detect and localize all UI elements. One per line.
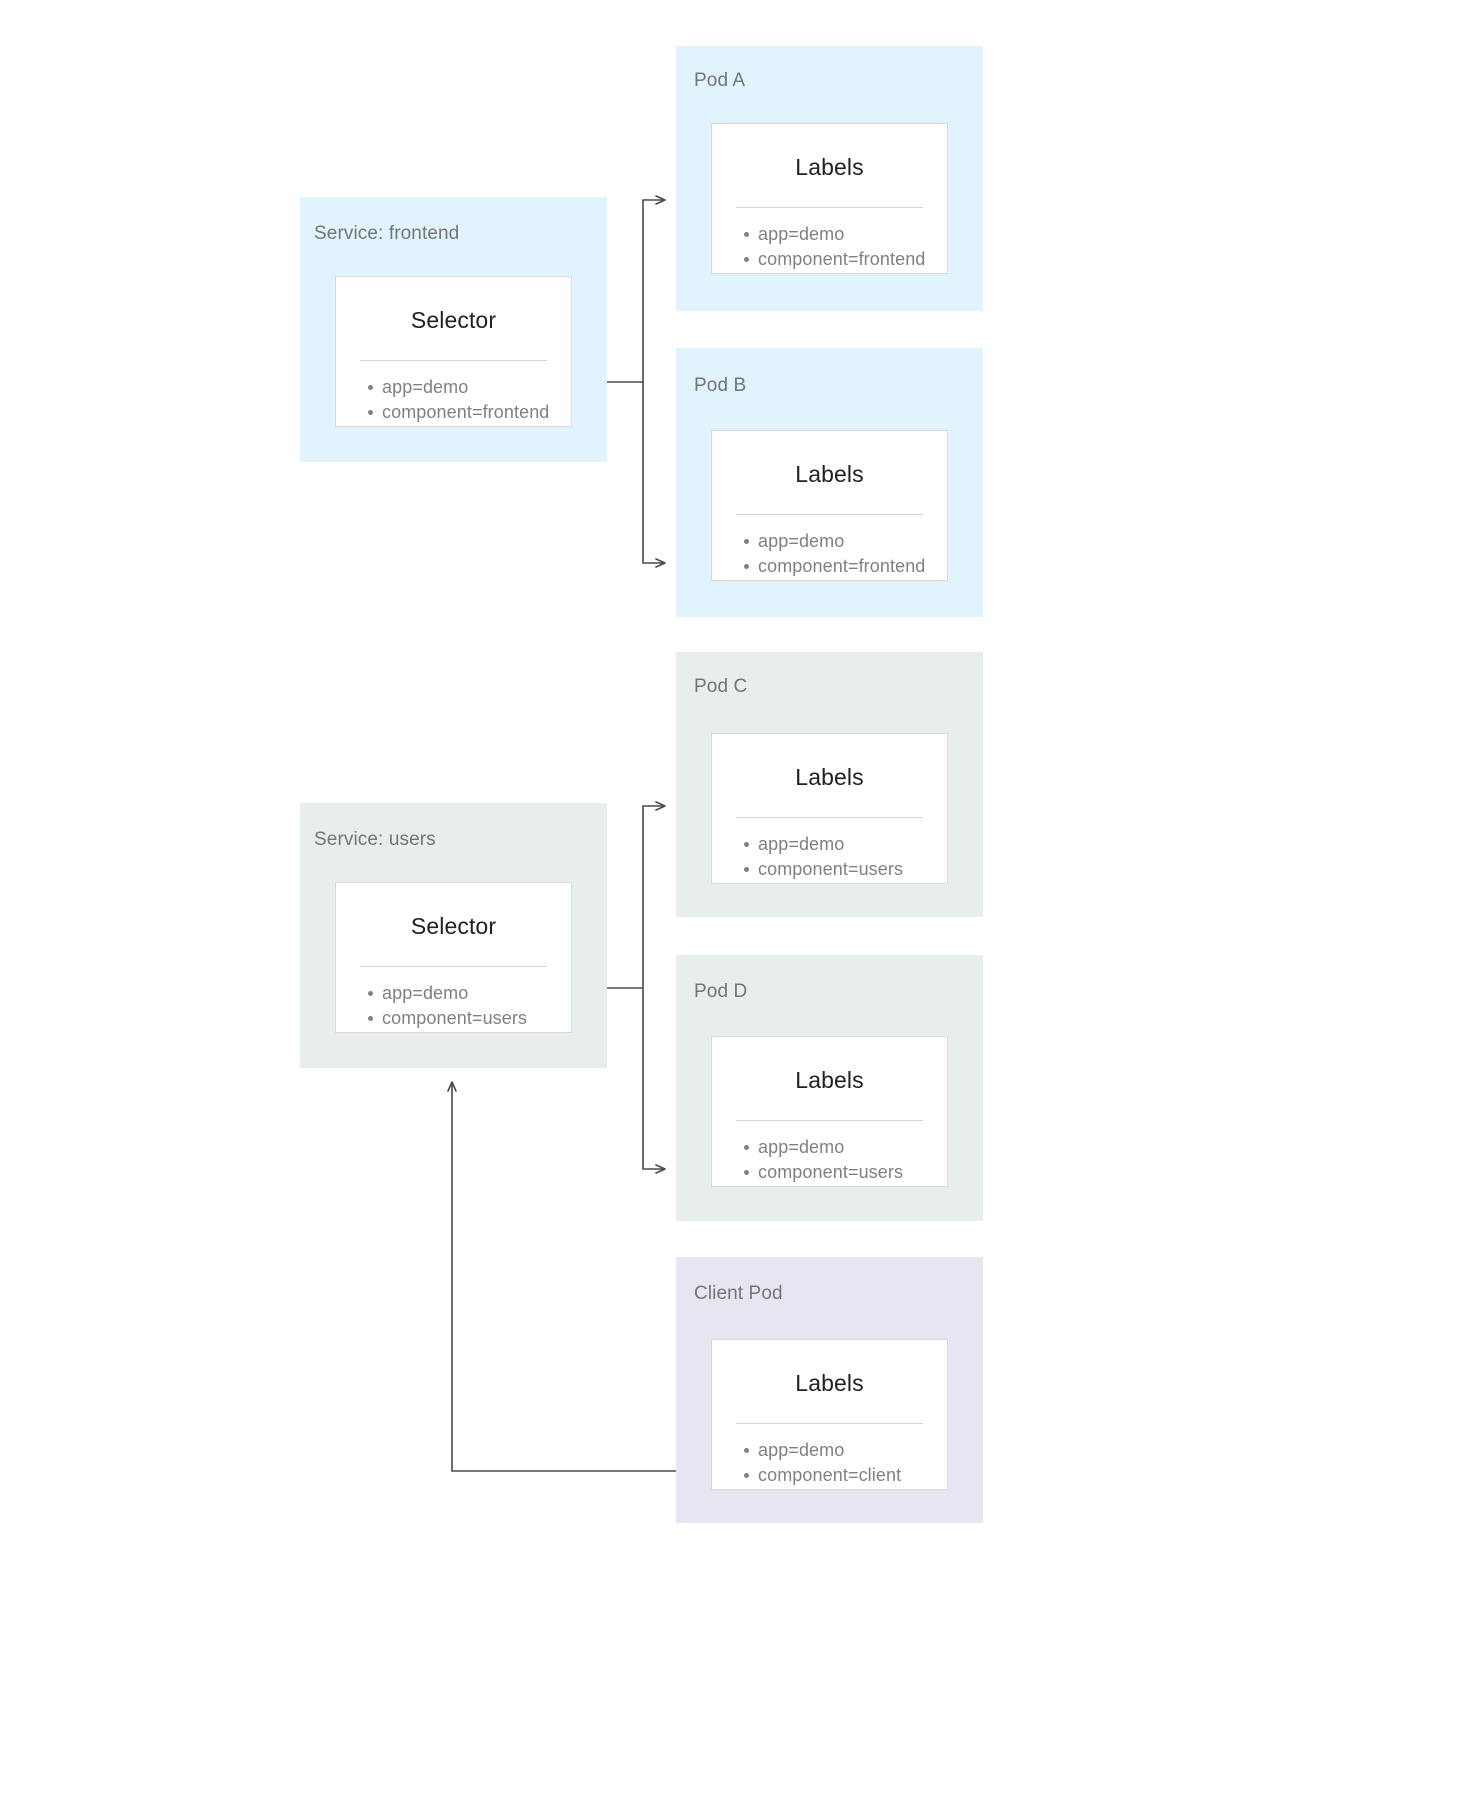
labels-list: app=demo component=users [712, 818, 947, 882]
label-item: component=frontend [744, 554, 947, 579]
group-pod-d[interactable]: Pod D Labels app=demo component=users [676, 955, 983, 1221]
card-labels-pod-b[interactable]: Labels app=demo component=frontend [711, 430, 948, 581]
card-divider [360, 966, 547, 967]
group-title-service-frontend: Service: frontend [314, 223, 460, 244]
card-title-labels-pod-c: Labels [795, 764, 864, 790]
label-item: app=demo [368, 375, 571, 400]
edge-client-to-users [447, 1081, 676, 1472]
card-labels-pod-d[interactable]: Labels app=demo component=users [711, 1036, 948, 1187]
label-item: component=users [744, 857, 947, 882]
card-selector-frontend[interactable]: Selector app=demo component=frontend [335, 276, 572, 427]
selector-label-list: app=demo component=users [336, 967, 571, 1031]
card-title-labels-pod-a: Labels [795, 154, 864, 180]
group-pod-b[interactable]: Pod B Labels app=demo component=frontend [676, 348, 983, 617]
group-service-frontend[interactable]: Service: frontend Selector app=demo comp… [300, 197, 607, 462]
label-item: component=frontend [368, 400, 571, 425]
edge-frontend-to-pod-b [642, 382, 666, 568]
group-title-client-pod: Client Pod [694, 1283, 783, 1304]
group-title-pod-c: Pod C [694, 676, 748, 697]
card-title-labels-client-pod: Labels [795, 1370, 864, 1396]
card-divider [736, 1423, 923, 1424]
card-title-selector-users: Selector [410, 913, 497, 939]
group-title-pod-b: Pod B [694, 375, 747, 396]
label-item: app=demo [744, 832, 947, 857]
group-pod-a[interactable]: Pod A Labels app=demo component=frontend [676, 46, 983, 311]
card-divider [736, 207, 923, 208]
labels-list: app=demo component=users [712, 1121, 947, 1185]
card-divider [736, 1120, 923, 1121]
group-title-pod-a: Pod A [694, 70, 746, 91]
edge-frontend-to-pod-a [642, 195, 666, 382]
labels-list: app=demo component=frontend [712, 208, 947, 272]
edge-users-to-pod-d [642, 988, 666, 1174]
label-item: app=demo [744, 529, 947, 554]
group-title-pod-d: Pod D [694, 981, 748, 1002]
selector-label-list: app=demo component=frontend [336, 361, 571, 425]
group-title-service-users: Service: users [314, 829, 436, 850]
card-title-labels-pod-b: Labels [795, 461, 864, 487]
label-item: app=demo [744, 1135, 947, 1160]
group-pod-c[interactable]: Pod C Labels app=demo component=users [676, 652, 983, 917]
card-labels-pod-a[interactable]: Labels app=demo component=frontend [711, 123, 948, 274]
card-title-selector-frontend: Selector [410, 307, 497, 333]
label-item: component=users [744, 1160, 947, 1185]
group-client-pod[interactable]: Client Pod Labels app=demo component=cli… [676, 1257, 983, 1523]
label-item: app=demo [744, 222, 947, 247]
label-item: component=client [744, 1463, 947, 1488]
card-divider [360, 360, 547, 361]
card-labels-client-pod[interactable]: Labels app=demo component=client [711, 1339, 948, 1490]
label-item: app=demo [368, 981, 571, 1006]
card-divider [736, 817, 923, 818]
card-title-labels-pod-d: Labels [795, 1067, 864, 1093]
edge-users-to-pod-c [642, 801, 666, 988]
card-labels-pod-c[interactable]: Labels app=demo component=users [711, 733, 948, 884]
labels-list: app=demo component=frontend [712, 515, 947, 579]
label-item: component=users [368, 1006, 571, 1031]
card-selector-users[interactable]: Selector app=demo component=users [335, 882, 572, 1033]
card-divider [736, 514, 923, 515]
label-item: component=frontend [744, 247, 947, 272]
group-service-users[interactable]: Service: users Selector app=demo compone… [300, 803, 607, 1068]
labels-list: app=demo component=client [712, 1424, 947, 1488]
label-item: app=demo [744, 1438, 947, 1463]
